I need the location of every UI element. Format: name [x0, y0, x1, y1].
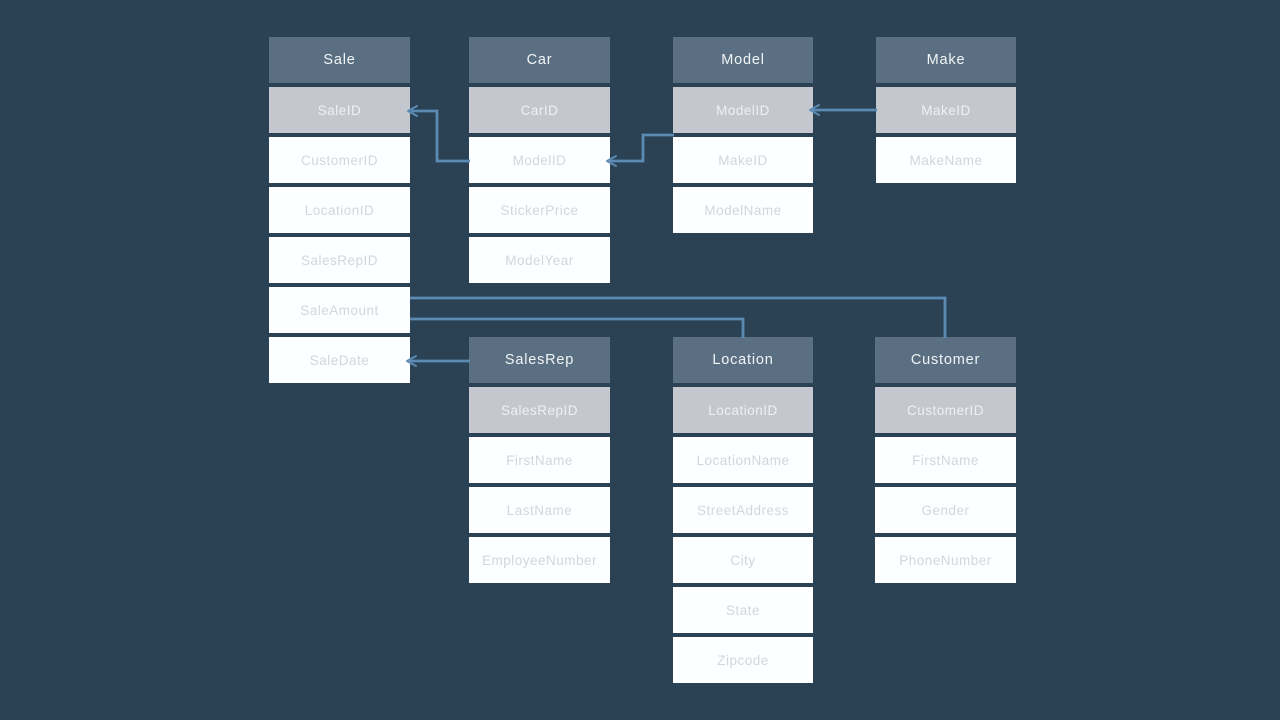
table-customer: Customer CustomerID FirstName Gender Pho… — [875, 337, 1016, 583]
table-salesrep-col-salesrepid: SalesRepID — [469, 387, 610, 433]
table-location-col-zipcode: Zipcode — [673, 637, 813, 683]
table-car-title: Car — [469, 37, 610, 83]
table-model-title: Model — [673, 37, 813, 83]
table-make-title: Make — [876, 37, 1016, 83]
table-sale: Sale SaleID CustomerID LocationID SalesR… — [269, 37, 410, 383]
table-customer-col-firstname: FirstName — [875, 437, 1016, 483]
table-customer-col-gender: Gender — [875, 487, 1016, 533]
table-sale-col-saleid: SaleID — [269, 87, 410, 133]
table-model-col-modelname: ModelName — [673, 187, 813, 233]
table-make-col-makeid: MakeID — [876, 87, 1016, 133]
connector-sale-car — [411, 109, 470, 163]
table-model-col-modelid: ModelID — [673, 87, 813, 133]
table-location-col-city: City — [673, 537, 813, 583]
table-customer-col-customerid: CustomerID — [875, 387, 1016, 433]
table-sale-title: Sale — [269, 37, 410, 83]
table-car-col-modelyear: ModelYear — [469, 237, 610, 283]
table-car-col-modelid: ModelID — [469, 137, 610, 183]
connector-car-model — [610, 133, 674, 163]
table-sale-col-saleamount: SaleAmount — [269, 287, 410, 333]
table-salesrep: SalesRep SalesRepID FirstName LastName E… — [469, 337, 610, 583]
table-salesrep-title: SalesRep — [469, 337, 610, 383]
connector-sale-location — [410, 317, 745, 338]
table-salesrep-col-lastname: LastName — [469, 487, 610, 533]
table-make: Make MakeID MakeName — [876, 37, 1016, 183]
table-location: Location LocationID LocationName StreetA… — [673, 337, 813, 683]
connector-sale-customer — [410, 296, 947, 338]
table-model: Model ModelID MakeID ModelName — [673, 37, 813, 233]
table-make-col-makename: MakeName — [876, 137, 1016, 183]
table-location-col-locationname: LocationName — [673, 437, 813, 483]
table-customer-title: Customer — [875, 337, 1016, 383]
table-sale-col-saledate: SaleDate — [269, 337, 410, 383]
table-location-col-streetaddress: StreetAddress — [673, 487, 813, 533]
table-car-col-stickerprice: StickerPrice — [469, 187, 610, 233]
table-location-col-locationid: LocationID — [673, 387, 813, 433]
table-sale-col-salesrepid: SalesRepID — [269, 237, 410, 283]
table-location-title: Location — [673, 337, 813, 383]
table-salesrep-col-employeenumber: EmployeeNumber — [469, 537, 610, 583]
table-car-col-carid: CarID — [469, 87, 610, 133]
table-salesrep-col-firstname: FirstName — [469, 437, 610, 483]
table-model-col-makeid: MakeID — [673, 137, 813, 183]
table-car: Car CarID ModelID StickerPrice ModelYear — [469, 37, 610, 283]
table-customer-col-phonenumber: PhoneNumber — [875, 537, 1016, 583]
table-sale-col-customerid: CustomerID — [269, 137, 410, 183]
table-location-col-state: State — [673, 587, 813, 633]
table-sale-col-locationid: LocationID — [269, 187, 410, 233]
